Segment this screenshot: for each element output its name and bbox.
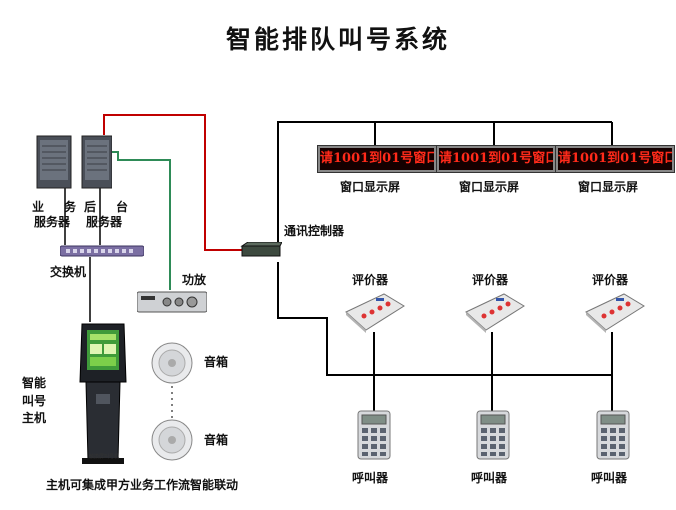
business-server-label-2: 务 (64, 200, 77, 214)
page-title: 智能排队叫号系统 (225, 25, 450, 54)
business-server-label-1: 业 (32, 200, 45, 214)
backend-server-label-1: 后 (84, 200, 97, 214)
caller-label: 呼叫器 (591, 471, 628, 485)
network-switch-icon (60, 245, 144, 257)
amplifier-label: 功放 (182, 273, 207, 287)
business-server-label-3: 服务器 (34, 215, 71, 229)
caller-keypad-icon (596, 410, 630, 460)
backend-server-label-2: 台 (116, 200, 129, 214)
speaker-icon (151, 419, 193, 461)
kiosk-icon (79, 323, 127, 464)
speaker-icon (151, 342, 193, 384)
kiosk-label-line-1: 智能 (22, 376, 47, 390)
window-display-label: 窗口显示屏 (578, 180, 639, 194)
device-bus-line (277, 262, 612, 376)
window-led-display: 请1001到01号窗口 (318, 146, 436, 172)
speaker-label-top: 音箱 (204, 355, 229, 369)
kiosk-screen-caption: 触摸屏叫号机 (88, 454, 119, 460)
controller-label: 通讯控制器 (284, 224, 345, 238)
server-towers-icon (36, 135, 112, 189)
evaluator-label: 评价器 (472, 273, 509, 287)
caller-label: 呼叫器 (471, 471, 508, 485)
window-display-label: 窗口显示屏 (459, 180, 520, 194)
kiosk-label-line-3: 主机 (22, 411, 47, 425)
caller-label: 呼叫器 (352, 471, 389, 485)
evaluator-label: 评价器 (352, 273, 389, 287)
controller-icon (240, 242, 282, 257)
window-led-display: 请1001到01号窗口 (556, 146, 674, 172)
window-display-label: 窗口显示屏 (340, 180, 401, 194)
red-connection-line (103, 114, 245, 251)
evaluator-device-icon (465, 293, 525, 333)
caller-keypad-icon (476, 410, 510, 460)
evaluator-device-icon (585, 293, 645, 333)
speaker-label-bottom: 音箱 (204, 433, 229, 447)
display-bus-line (277, 121, 612, 245)
footer-caption: 主机可集成甲方业务工作流智能联动 (46, 478, 239, 492)
evaluator-device-icon (345, 293, 405, 333)
caller-keypad-icon (357, 410, 391, 460)
backend-server-label-3: 服务器 (86, 215, 123, 229)
amplifier-icon (137, 291, 207, 313)
kiosk-label-line-2: 叫号 (22, 394, 47, 408)
evaluator-label: 评价器 (592, 273, 629, 287)
window-led-display: 请1001到01号窗口 (437, 146, 555, 172)
green-connection-line (104, 151, 171, 290)
switch-label: 交换机 (50, 265, 87, 279)
